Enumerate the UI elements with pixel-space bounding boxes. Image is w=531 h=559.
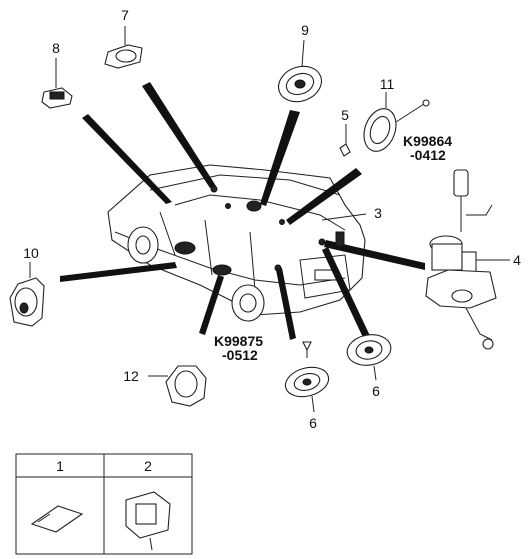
part-12-speaker (148, 365, 207, 407)
screw-k99875 (302, 341, 312, 358)
callout-12: 12 (123, 368, 139, 384)
part-5-screw (339, 124, 351, 157)
part-7-tweeter (104, 26, 143, 69)
legend-header-2: 2 (144, 458, 152, 474)
callout-6b: 6 (372, 383, 380, 399)
part-number-k99875: K99875 (214, 333, 263, 349)
car-body (107, 164, 366, 322)
callout-10: 10 (23, 245, 39, 261)
part-6-speaker-a (284, 366, 330, 413)
callout-4: 4 (513, 252, 521, 268)
part-6-speaker-b (346, 334, 392, 381)
callout-6a: 6 (309, 415, 317, 431)
part-number-k99864-suffix: -0412 (410, 147, 446, 163)
part-9-speaker (277, 39, 323, 103)
part-11-speaker (363, 92, 430, 152)
callout-11: 11 (380, 76, 395, 92)
part-4-antenna (425, 169, 510, 350)
legend-header-1: 1 (56, 458, 64, 474)
callout-8: 8 (52, 40, 60, 56)
leader-wedges (60, 82, 425, 344)
legend-table (15, 453, 193, 555)
part-8-grille (41, 58, 73, 109)
callout-5: 5 (341, 107, 349, 123)
part-number-k99875-suffix: -0512 (222, 347, 258, 363)
part-3-connector (321, 213, 367, 247)
part-10-speaker (9, 262, 45, 327)
callout-9: 9 (301, 22, 309, 38)
callout-3: 3 (374, 205, 382, 221)
callout-7: 7 (121, 7, 129, 23)
part-number-k99864: K99864 (403, 133, 452, 149)
